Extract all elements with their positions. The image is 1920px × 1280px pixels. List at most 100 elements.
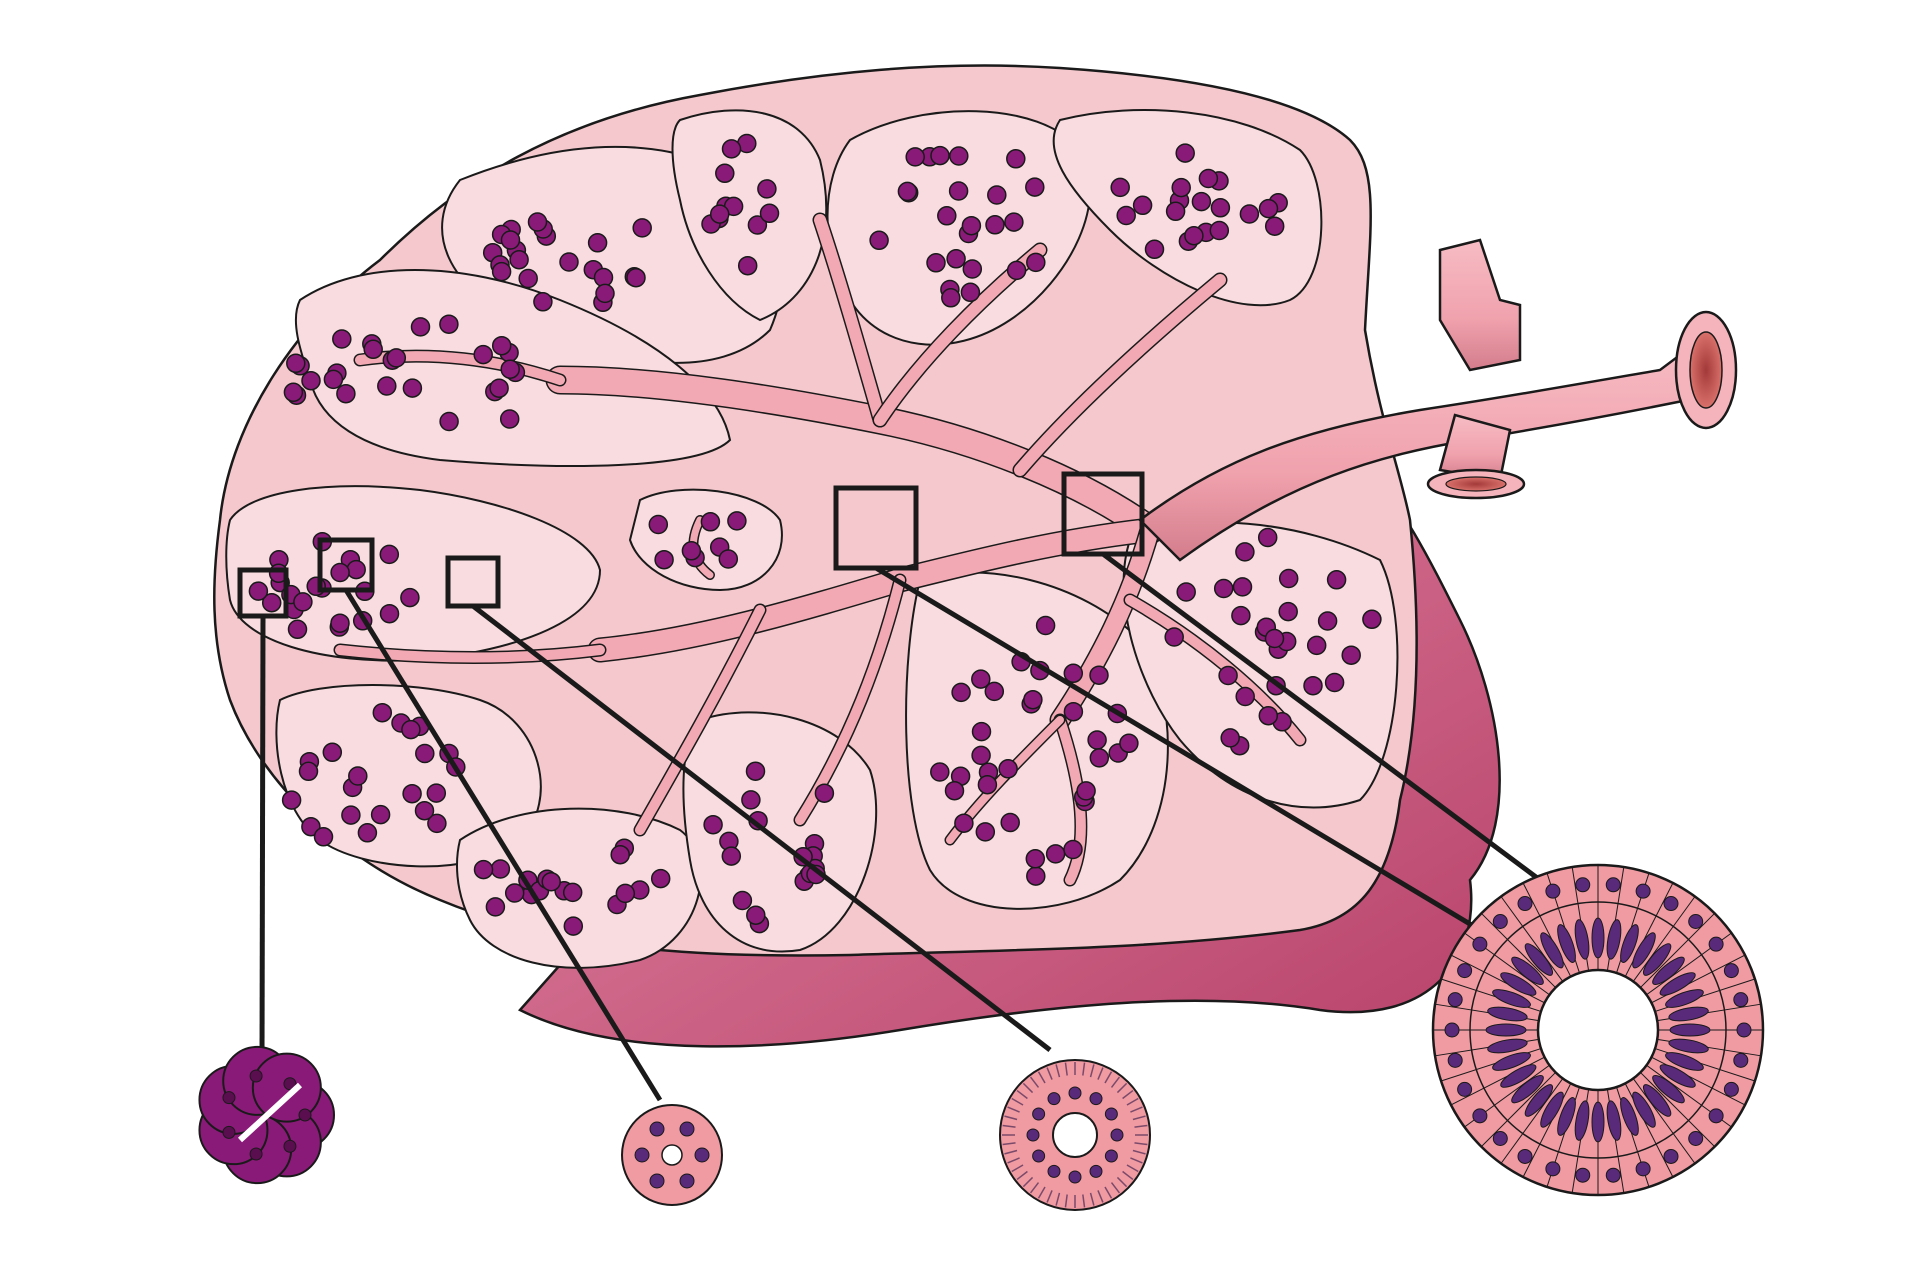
acinus-dot [1278, 601, 1298, 622]
acinus-dot [401, 719, 421, 740]
acinus-dot [363, 339, 383, 360]
acinus-dot [1231, 605, 1251, 626]
acinus-dot [814, 783, 835, 803]
leader-line-1 [259, 615, 266, 1061]
acinus-dot [718, 549, 739, 569]
acinus-dot [357, 823, 378, 843]
acinus-dot [287, 619, 308, 640]
acinus-dot [400, 587, 420, 608]
acinus-dot [1258, 705, 1279, 726]
acinus-dot [341, 805, 361, 825]
acinus-dot [402, 783, 422, 804]
acinus-dot [1026, 866, 1046, 886]
acinus-dot [499, 409, 520, 429]
acinus-dot [998, 759, 1018, 779]
acinus-dot [721, 139, 742, 159]
acinus-dot [897, 181, 918, 202]
acinus-dot [281, 790, 302, 810]
acinus-dot [1063, 701, 1084, 722]
acinus-dot [1306, 635, 1327, 656]
acinus-dot [648, 514, 669, 535]
acinus-dot [715, 163, 735, 184]
acinus-dot [1218, 665, 1238, 686]
acinus-dot [727, 511, 747, 531]
acinus-dot [1164, 627, 1184, 647]
acinus-dot [1087, 730, 1107, 750]
acinus-dot [732, 890, 753, 911]
acinus-dot [1209, 220, 1230, 241]
acinus-dot [491, 335, 512, 356]
acinus-dot [1165, 201, 1186, 222]
acinus-dot [721, 846, 742, 866]
leader-line-3 [471, 604, 1052, 1052]
duct-branch-8 [335, 645, 605, 663]
acinus-dot [301, 370, 321, 391]
acinus-dot [500, 359, 520, 379]
acinus-dot [293, 592, 313, 612]
leader-line-5 [1101, 551, 1542, 883]
acinus-dot [379, 544, 400, 565]
acinus-dot [757, 179, 777, 199]
acinus-dot [937, 206, 957, 226]
acinus-dot [926, 253, 946, 273]
acinus-dot [330, 613, 350, 633]
acinus-dot [987, 185, 1007, 205]
acinus-dot [949, 146, 969, 166]
acinus-dot [1198, 168, 1219, 189]
acinus-dot [509, 249, 529, 270]
acinus-dot [1176, 582, 1196, 602]
acinus-dot [332, 329, 352, 349]
acinus-dot [1278, 568, 1299, 589]
acinus-dot [370, 804, 391, 825]
acinus-dot [1232, 577, 1253, 597]
acinus-dot [518, 268, 538, 289]
acinus-dot [741, 790, 761, 810]
acinus-dot [1006, 260, 1027, 281]
acinus-dot [1026, 252, 1046, 273]
acinus-dot [490, 859, 511, 879]
acinus-dot [473, 344, 493, 365]
acinus-dot [971, 745, 991, 766]
acinus-dot [1045, 844, 1066, 864]
acinus-dot [1303, 675, 1323, 696]
acinus-dot [379, 603, 400, 624]
acinus-dot [1063, 839, 1083, 860]
acinus-dot [587, 233, 608, 253]
acinus-dot [533, 292, 553, 312]
acinus-dot [905, 147, 925, 167]
acinus-dot [1175, 143, 1195, 163]
acinus-dot [348, 766, 368, 786]
acinus-dot [944, 780, 965, 801]
acinus-dot [869, 230, 889, 251]
acinus-dot [737, 255, 758, 276]
acinus-dot [1089, 748, 1110, 768]
acinus-dot [759, 203, 780, 224]
acinus-dot [336, 383, 356, 404]
acinus-dot [248, 581, 269, 601]
acinus-dot [595, 283, 615, 304]
acinus-dot [427, 813, 447, 834]
acinus-dot [971, 669, 991, 689]
acinus-dot [377, 376, 397, 396]
acinus-dot [439, 411, 459, 432]
acinus-dot [1362, 609, 1382, 630]
acinus-dot [283, 382, 304, 403]
cross-section-insets [198, 863, 1765, 1211]
acinus-dot [1076, 781, 1096, 801]
acinus-dot [1023, 689, 1043, 710]
acinus-dot [1317, 611, 1338, 631]
acinus-dot [491, 261, 512, 282]
leader-line-4 [874, 565, 1482, 933]
acinus-dot [1191, 191, 1212, 212]
acinus-dot [489, 378, 509, 398]
acinus-dot [415, 743, 435, 764]
lobule-2 [671, 109, 828, 322]
acinus-dot [930, 145, 950, 166]
acinus-dot [323, 369, 344, 390]
acinus-dot [984, 681, 1005, 702]
acinus-dot [372, 702, 393, 723]
acinus-dot [301, 816, 321, 837]
acinus-dot [1089, 665, 1109, 685]
